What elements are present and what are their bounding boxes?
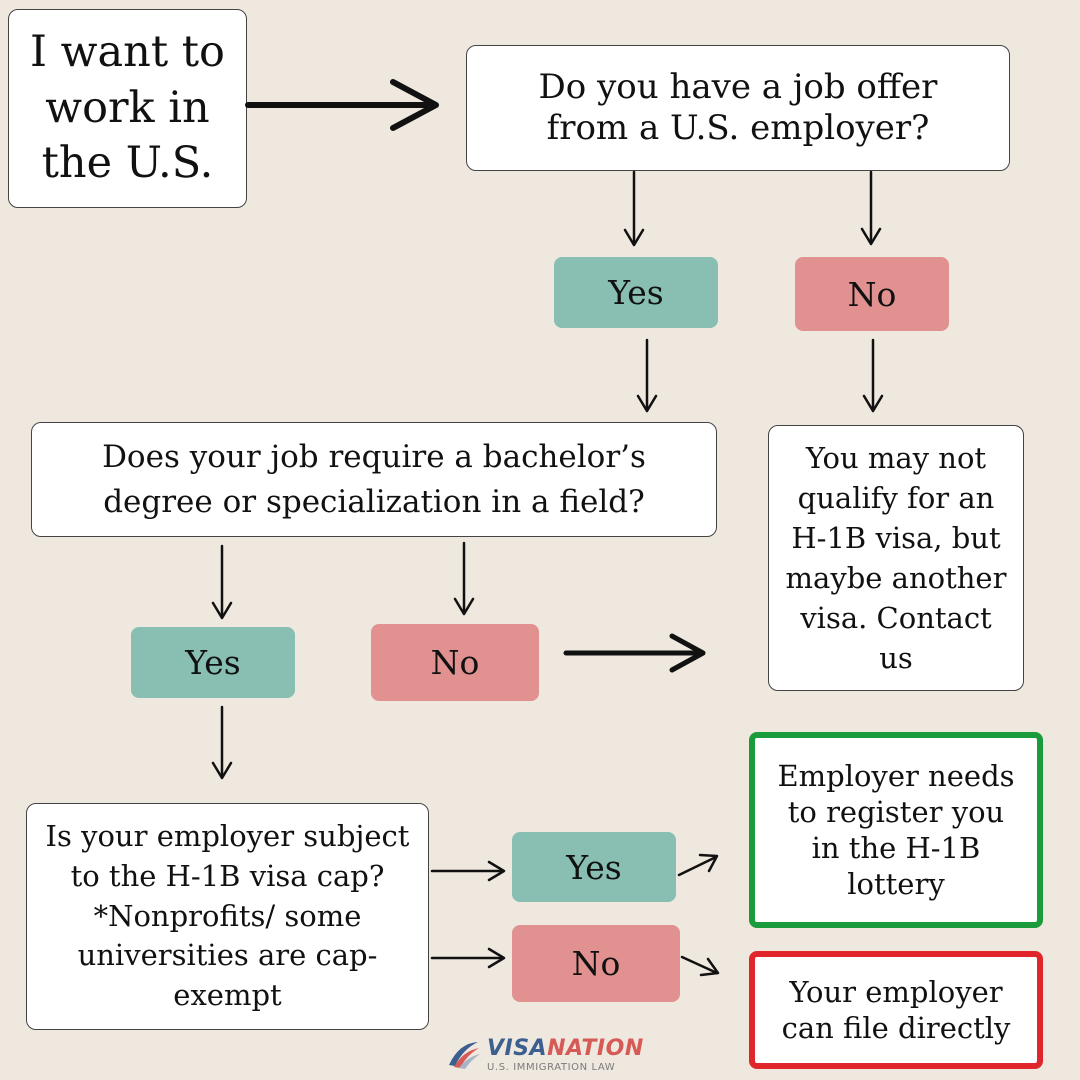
arrow-q1-to-no [860,170,882,246]
arrow-q2-to-no [453,541,475,616]
arrow-q3-to-yes [430,860,506,882]
question-bachelors-degree: Does your job require a bachelor’s degre… [31,422,717,537]
arrow-q3-to-no [430,947,506,969]
arrow-start-to-question [245,79,439,131]
start-box: I want to work in the U.S. [8,9,247,208]
q2-no-label: No [371,624,539,701]
logo-wordmark: VISANATION [487,1035,644,1061]
visanation-logo: VISANATION U.S. IMMIGRATION LAW [445,1034,645,1076]
arrow-q1-yes-to-q2 [636,338,658,413]
arrow-q1-to-yes [623,170,645,247]
logo-tagline: U.S. IMMIGRATION LAW [487,1061,616,1073]
q1-yes-label: Yes [554,257,718,328]
outcome-file-directly: Your employer can file directly [749,951,1043,1069]
q2-yes-label: Yes [131,627,295,698]
q3-yes-label: Yes [512,832,676,902]
q3-no-label: No [512,925,680,1002]
arrow-q2-yes-to-q3 [211,705,233,780]
flag-swoosh-icon [449,1042,480,1069]
outcome-register-lottery: Employer needs to register you in the H-… [749,732,1043,928]
q1-no-label: No [795,257,949,331]
question-h1b-cap: Is your employer subject to the H-1B vis… [26,803,429,1030]
question-job-offer: Do you have a job offer from a U.S. empl… [466,45,1010,171]
arrow-q2-to-yes [211,544,233,620]
arrow-q3-no-to-outcome [680,955,720,977]
arrow-q1-no-to-outcome [862,338,884,413]
arrow-q2-no-to-outcome [563,633,706,673]
outcome-may-not-qualify: You may not qualify for an H-1B visa, bu… [768,425,1024,691]
arrow-q3-yes-to-outcome [677,853,719,877]
